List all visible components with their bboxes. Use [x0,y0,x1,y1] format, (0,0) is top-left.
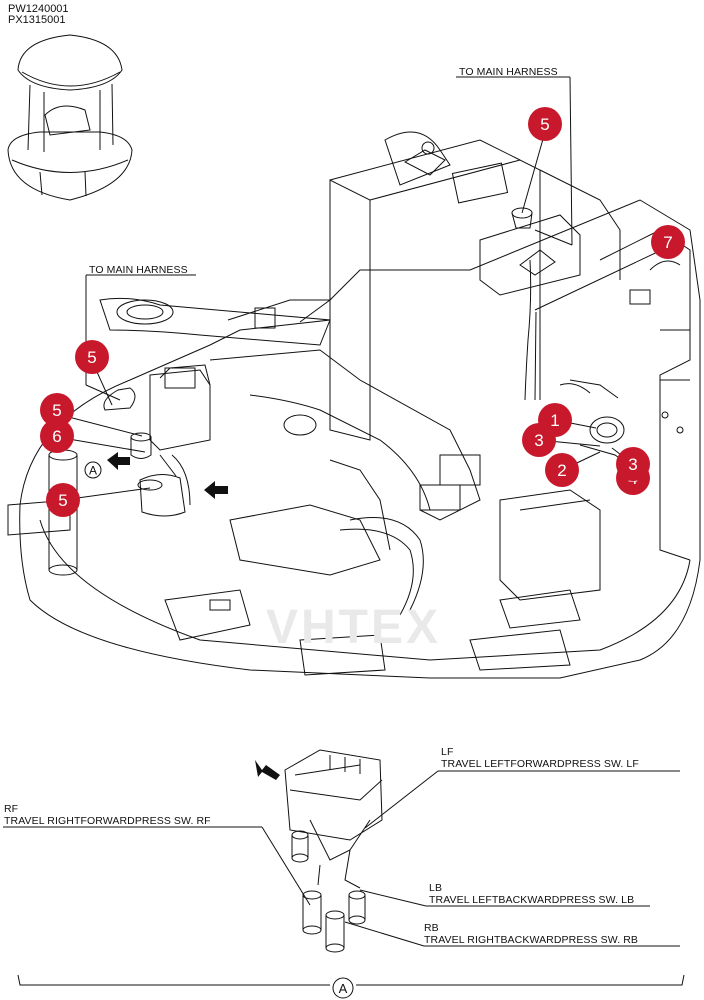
label-lf-code: LF [441,746,454,758]
callout-circle [75,340,109,374]
callout-number: 2 [557,461,566,480]
callout-number: 5 [540,115,549,134]
callout-c5a: 5 [528,107,562,141]
harness-label-right: TO MAIN HARNESS [459,66,558,78]
watermark-text: VHTEX [266,601,442,654]
callout-circle [545,453,579,487]
callout-c3a: 3 [522,423,556,457]
callout-number: 6 [52,427,61,446]
label-lf-text: TRAVEL LEFTFORWARDPRESS SW. LF [441,758,639,770]
part-code-2: PX1315001 [8,14,66,26]
view-marker-circle-top [84,461,102,479]
callout-c5b: 5 [75,340,109,374]
callout-circle [651,225,685,259]
part-code-1: PW1240001 [8,3,69,15]
callout-number: 3 [628,455,637,474]
callout-number: 5 [52,401,61,420]
detail-a-valve-drawing [284,749,383,953]
label-rb-code: RB [424,922,439,934]
callout-c3b: 3 [616,447,650,481]
callout-number: 1 [550,411,559,430]
view-arrow-2 [204,481,228,499]
callout-c2: 2 [545,453,579,487]
callout-c7: 7 [651,225,685,259]
callout-circle [528,107,562,141]
view-arrow-1 [107,452,130,470]
harness-label-left: TO MAIN HARNESS [89,264,188,276]
label-rf-code: RF [4,803,19,815]
callout-circle [522,423,556,457]
cab-thumbnail [7,34,133,201]
label-rf-text: TRAVEL RIGHTFORWARDPRESS SW. RF [4,815,211,827]
callout-number: 7 [663,233,672,252]
callout-circle [40,419,74,453]
callout-number: 5 [87,348,96,367]
view-marker-bottom: A [339,981,348,996]
callout-c5d: 5 [46,483,80,517]
callout-number: 3 [534,431,543,450]
callout-circle [40,393,74,427]
view-arrow-detail [255,760,280,780]
view-marker-circle-bottom [332,977,354,999]
label-lb-text: TRAVEL LEFTBACKWARDPRESS SW. LB [429,894,635,906]
callout-c5c: 5 [40,393,74,427]
callout-circle [616,447,650,481]
callout-circle [46,483,80,517]
label-rb-text: TRAVEL RIGHTBACKWARDPRESS SW. RB [424,934,639,946]
callout-c6: 6 [40,419,74,453]
label-lb-code: LB [429,882,443,894]
callout-number: 5 [58,491,67,510]
view-marker-top: A [89,464,97,478]
